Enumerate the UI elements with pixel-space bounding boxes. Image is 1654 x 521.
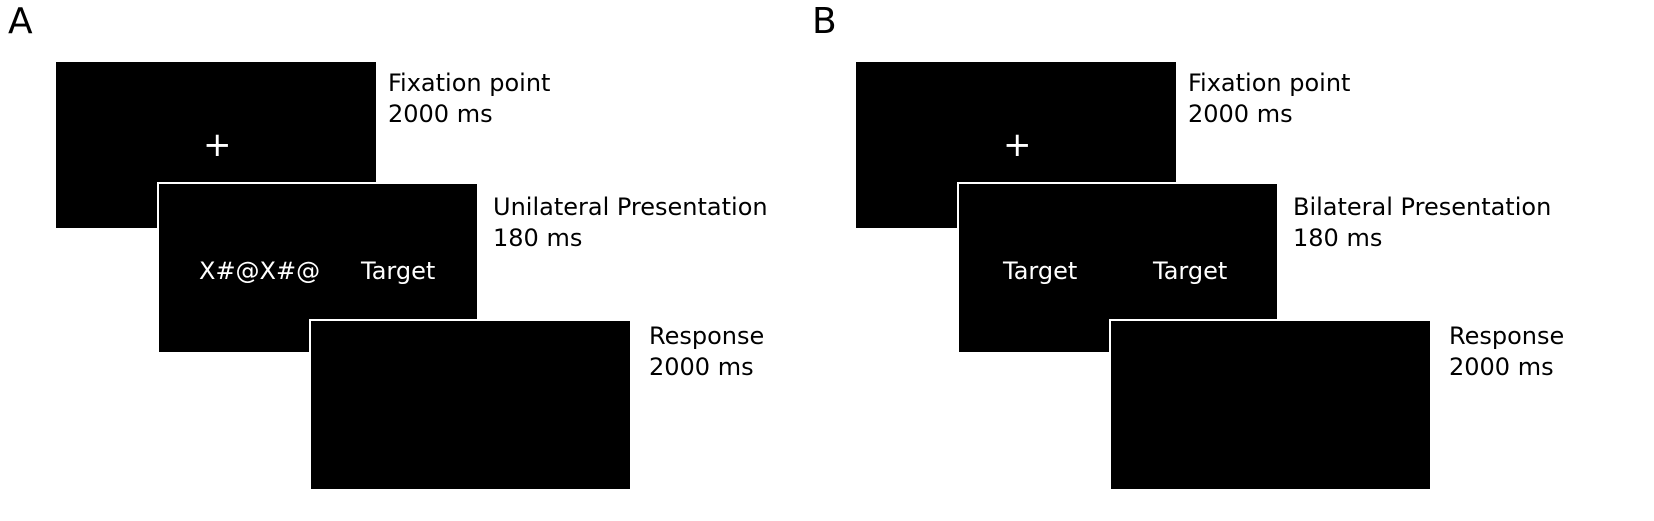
fixation-cross: + — [203, 125, 232, 165]
step-name: Response — [649, 322, 765, 350]
fixation-cross: + — [1003, 125, 1032, 165]
step-duration: 2000 ms — [388, 100, 493, 128]
step-duration: 180 ms — [1293, 224, 1383, 252]
fixation-label: Fixation point 2000 ms — [1188, 68, 1350, 130]
stimulus-right: Target — [361, 257, 436, 285]
response-label: Response 2000 ms — [649, 321, 764, 383]
step-duration: 2000 ms — [1449, 353, 1554, 381]
step-name: Fixation point — [388, 69, 551, 97]
response-screen — [1109, 319, 1432, 491]
stimulus-left: Target — [1003, 257, 1078, 285]
presentation-label: Unilateral Presentation 180 ms — [493, 192, 768, 254]
stimulus-left: X#@X#@ — [199, 257, 321, 285]
panel-letter: B — [812, 1, 837, 42]
fixation-label: Fixation point 2000 ms — [388, 68, 550, 130]
step-name: Response — [1449, 322, 1565, 350]
step-duration: 180 ms — [493, 224, 583, 252]
response-label: Response 2000 ms — [1449, 321, 1564, 383]
panel-a: A + Fixation point 2000 ms X#@X#@ Target… — [8, 1, 768, 491]
step-duration: 2000 ms — [1188, 100, 1293, 128]
presentation-label: Bilateral Presentation 180 ms — [1293, 192, 1551, 254]
panel-b: B + Fixation point 2000 ms Target Target… — [812, 0, 1654, 521]
response-screen — [309, 319, 632, 491]
panel-letter: A — [8, 1, 33, 42]
stimulus-right: Target — [1153, 257, 1228, 285]
step-duration: 2000 ms — [649, 353, 754, 381]
step-name: Fixation point — [1188, 69, 1351, 97]
step-name: Bilateral Presentation — [1293, 193, 1552, 221]
step-name: Unilateral Presentation — [493, 193, 768, 221]
